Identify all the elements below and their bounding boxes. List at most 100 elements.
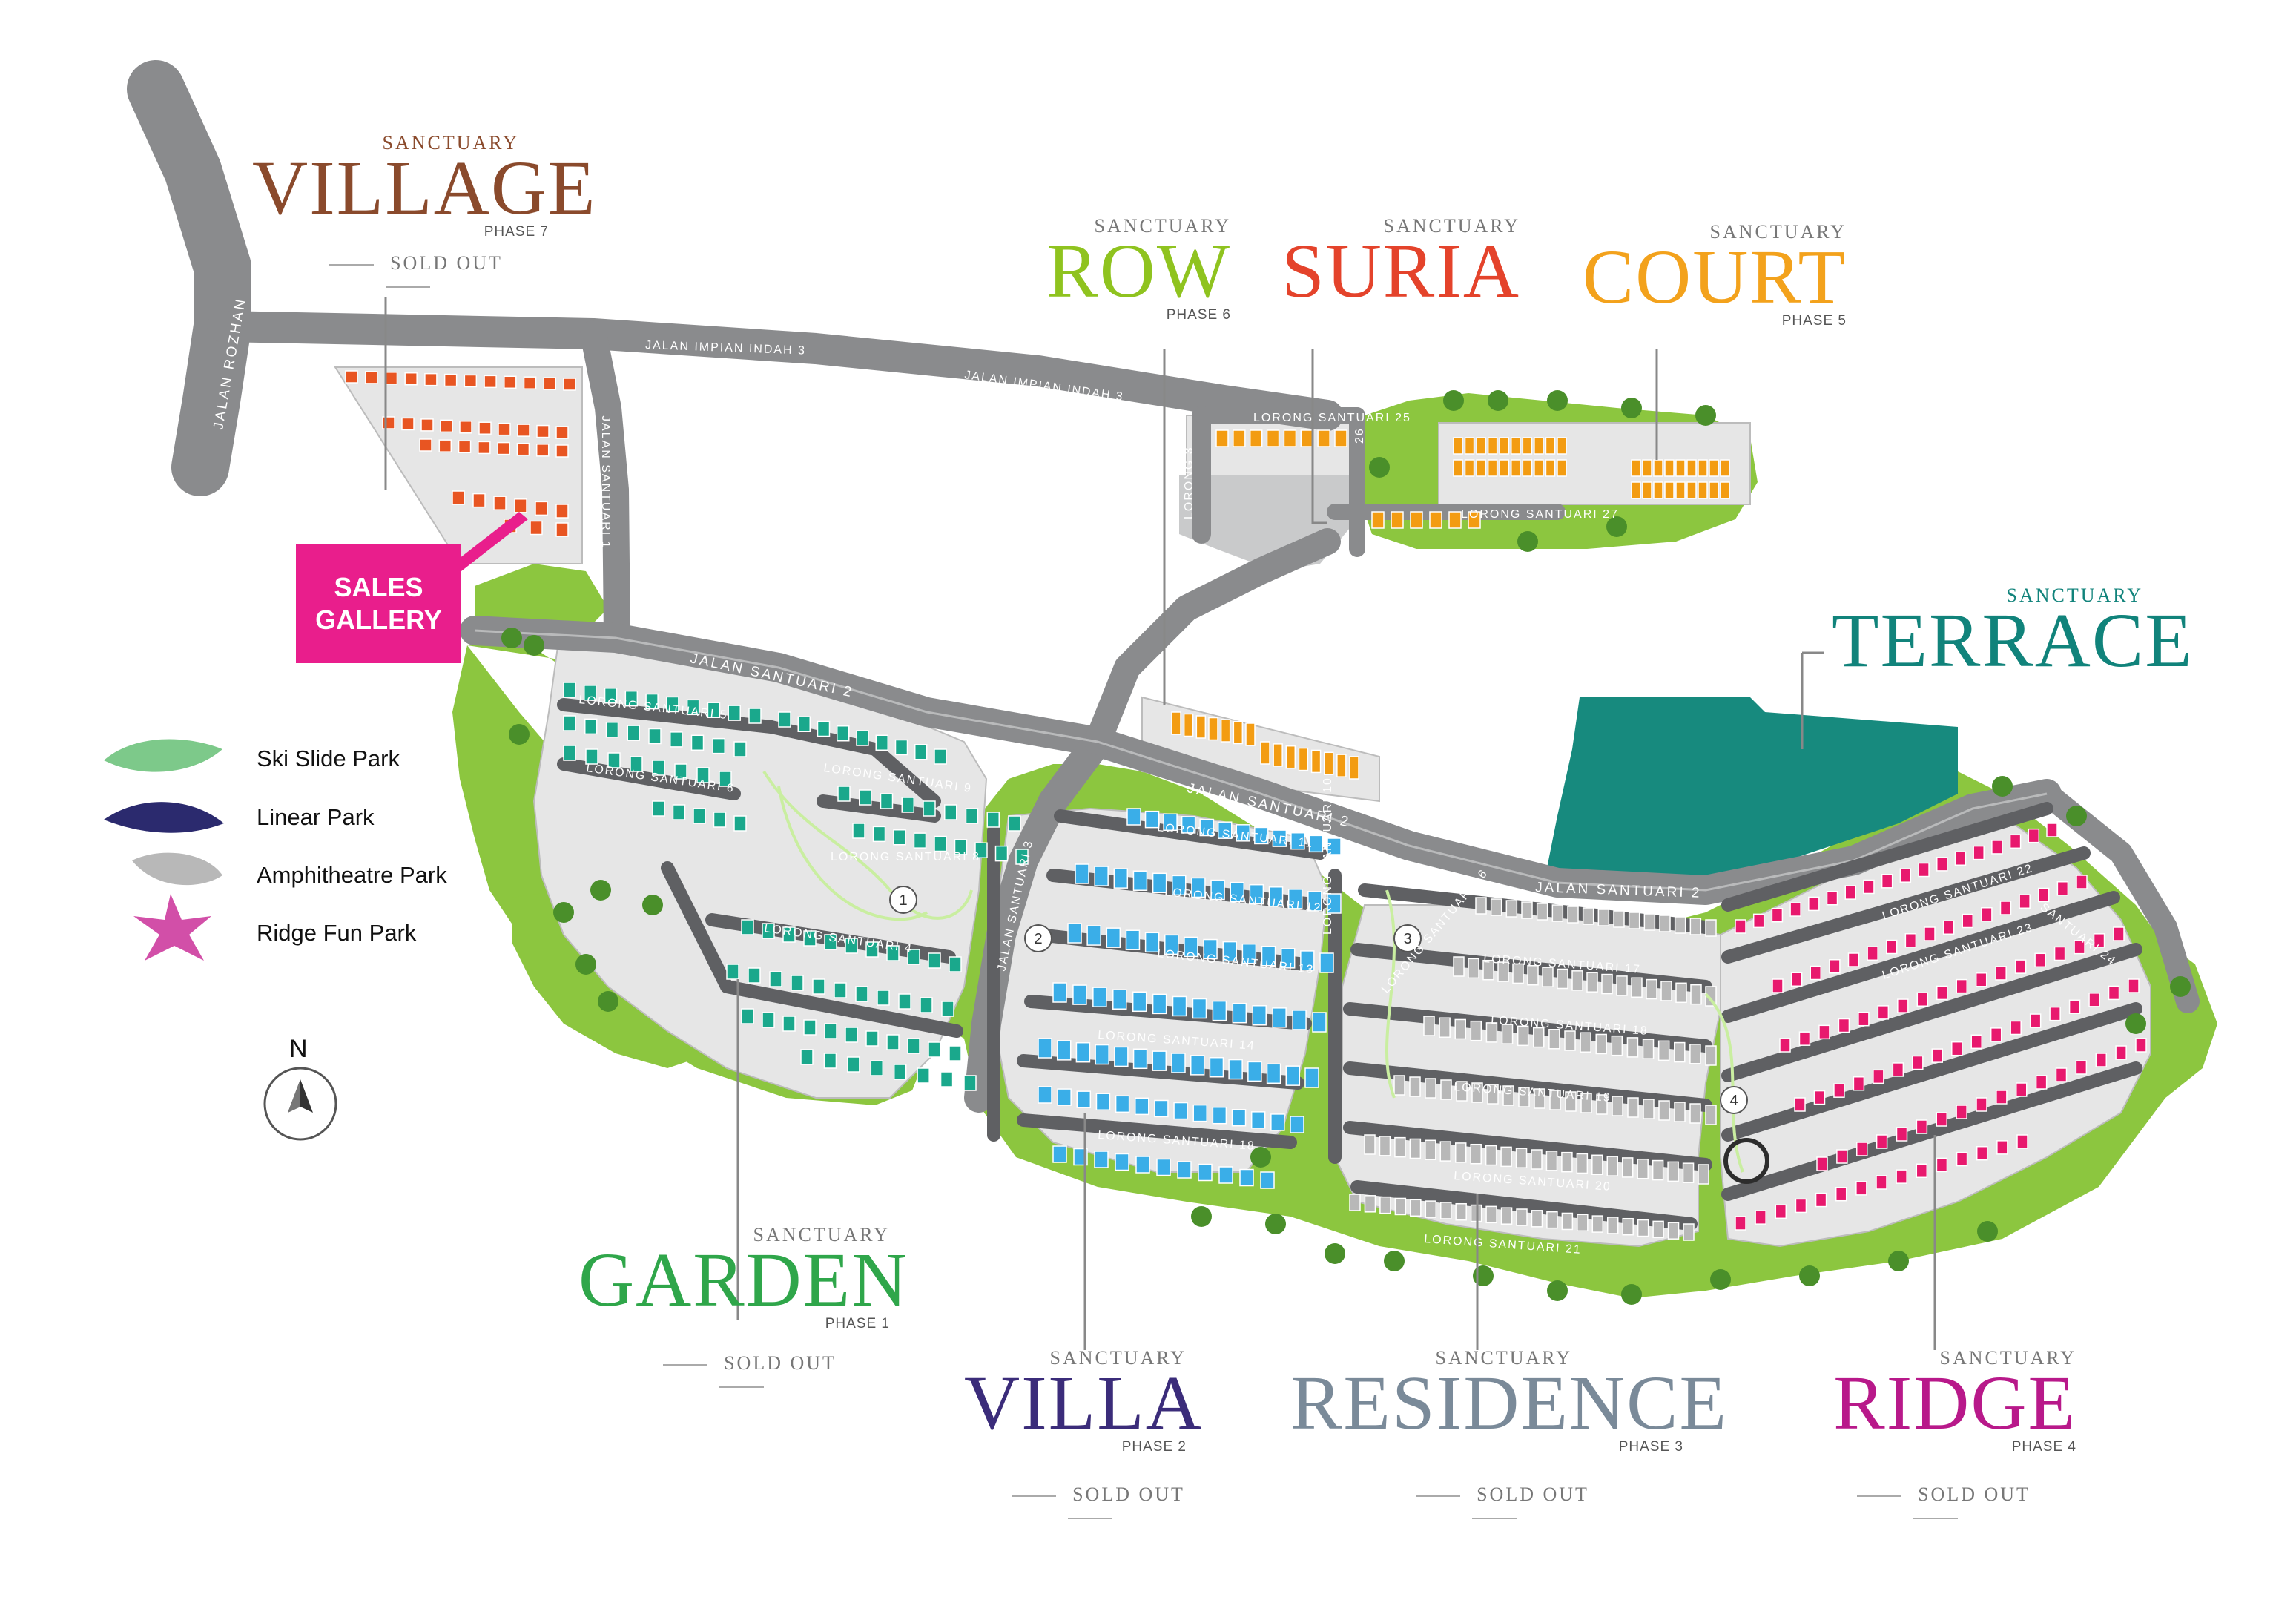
housing-unit	[762, 1012, 775, 1028]
housing-unit	[1606, 1156, 1619, 1176]
tree	[2170, 976, 2191, 997]
housing-unit	[1245, 722, 1256, 746]
road-label: LORONG SANTUARI 25	[1253, 412, 1411, 424]
housing-unit	[1674, 1102, 1686, 1122]
sales-gallery-line1: SALES	[334, 572, 423, 602]
housing-unit	[1916, 992, 1929, 1007]
housing-unit	[1686, 459, 1697, 477]
brand-garden-small: SANCTUARY	[753, 1224, 890, 1245]
housing-unit	[555, 522, 569, 537]
housing-unit	[1222, 941, 1237, 962]
housing-unit	[1212, 1000, 1227, 1021]
housing-unit	[459, 421, 472, 434]
housing-unit	[1349, 1194, 1361, 1211]
housing-unit	[1482, 959, 1494, 981]
housing-unit	[1236, 824, 1251, 842]
tree	[1250, 1147, 1271, 1168]
housing-unit	[1439, 1202, 1452, 1219]
housing-unit	[1657, 1040, 1670, 1061]
housing-unit	[1232, 1002, 1247, 1024]
housing-unit	[1038, 1038, 1052, 1059]
brand-ridge: SANCTUARY RIDGE PHASE 4	[1795, 1349, 2076, 1455]
housing-unit	[1970, 1034, 1982, 1050]
housing-unit	[1511, 459, 1521, 477]
ridge-fun-park-icon	[133, 894, 211, 961]
housing-unit	[1621, 1157, 1634, 1178]
housing-unit	[1192, 1104, 1207, 1122]
housing-unit	[1674, 916, 1686, 934]
housing-unit	[1995, 966, 2007, 981]
housing-unit	[949, 1045, 962, 1061]
brand-ridge-small: SANCTUARY	[1939, 1347, 2076, 1369]
housing-unit	[1327, 893, 1342, 914]
housing-unit	[914, 744, 928, 760]
housing-unit	[1847, 952, 1860, 967]
housing-unit	[1241, 943, 1257, 964]
housing-unit	[845, 1027, 858, 1043]
housing-unit	[2029, 1013, 2042, 1028]
housing-unit	[1327, 837, 1342, 855]
housing-unit	[1423, 1016, 1435, 1036]
housing-unit	[382, 416, 395, 429]
housing-unit	[1518, 1087, 1530, 1107]
housing-unit	[923, 800, 936, 817]
housing-unit	[1954, 851, 1967, 866]
housing-unit	[1752, 913, 1765, 929]
housing-unit	[1709, 459, 1719, 477]
housing-unit	[1557, 437, 1567, 455]
tree	[1695, 405, 1716, 426]
housing-unit	[1522, 437, 1533, 455]
tree	[1443, 390, 1464, 411]
housing-unit	[1135, 1097, 1149, 1116]
housing-unit	[1228, 1059, 1243, 1080]
housing-unit	[1557, 459, 1567, 477]
housing-unit	[733, 741, 747, 757]
brand-garden-phase: PHASE 1	[825, 1316, 890, 1332]
housing-unit	[535, 501, 548, 516]
housing-unit	[1527, 965, 1539, 986]
brand-village-phase: PHASE 7	[484, 224, 549, 240]
housing-unit	[837, 725, 850, 742]
brand-villa-small: SANCTUARY	[1049, 1347, 1187, 1369]
housing-unit	[1531, 1149, 1543, 1170]
housing-unit	[1916, 1163, 1928, 1179]
housing-unit	[1268, 886, 1284, 907]
housing-unit	[1962, 913, 1973, 929]
housing-unit	[1391, 511, 1404, 529]
housing-unit	[1548, 1029, 1560, 1050]
housing-unit	[1334, 429, 1347, 447]
housing-unit	[1173, 1102, 1188, 1120]
housing-unit	[1183, 713, 1194, 737]
housing-unit	[1464, 437, 1475, 455]
sales-gallery-line2: GALLERY	[315, 605, 442, 635]
housing-unit	[1789, 902, 1801, 917]
housing-unit	[535, 444, 550, 457]
housing-unit	[769, 971, 782, 987]
housing-unit	[1052, 982, 1067, 1003]
housing-unit	[726, 964, 739, 980]
housing-unit	[1191, 877, 1206, 898]
housing-unit	[845, 938, 858, 954]
housing-unit	[1364, 1195, 1376, 1213]
tree	[501, 628, 522, 648]
housing-unit	[1534, 459, 1544, 477]
housing-unit	[424, 372, 438, 386]
housing-unit	[1156, 1158, 1171, 1176]
brand-residence: SANCTUARY RESIDENCE PHASE 3	[1290, 1349, 1726, 1455]
housing-unit	[1936, 1157, 1948, 1173]
housing-unit	[504, 375, 517, 389]
housing-unit	[555, 426, 569, 439]
housing-unit	[974, 842, 988, 858]
housing-unit	[1904, 933, 1917, 948]
housing-unit	[1094, 866, 1109, 886]
housing-unit	[1106, 927, 1121, 948]
housing-unit	[1534, 1088, 1545, 1109]
housing-unit	[741, 1008, 754, 1024]
legend-linear-park: Linear Park	[257, 804, 375, 830]
housing-unit	[1836, 1149, 1848, 1164]
housing-unit	[478, 421, 492, 435]
housing-unit	[1125, 929, 1141, 950]
housing-unit	[1208, 717, 1218, 741]
housing-unit	[1642, 481, 1652, 499]
housing-unit	[1683, 1223, 1695, 1241]
